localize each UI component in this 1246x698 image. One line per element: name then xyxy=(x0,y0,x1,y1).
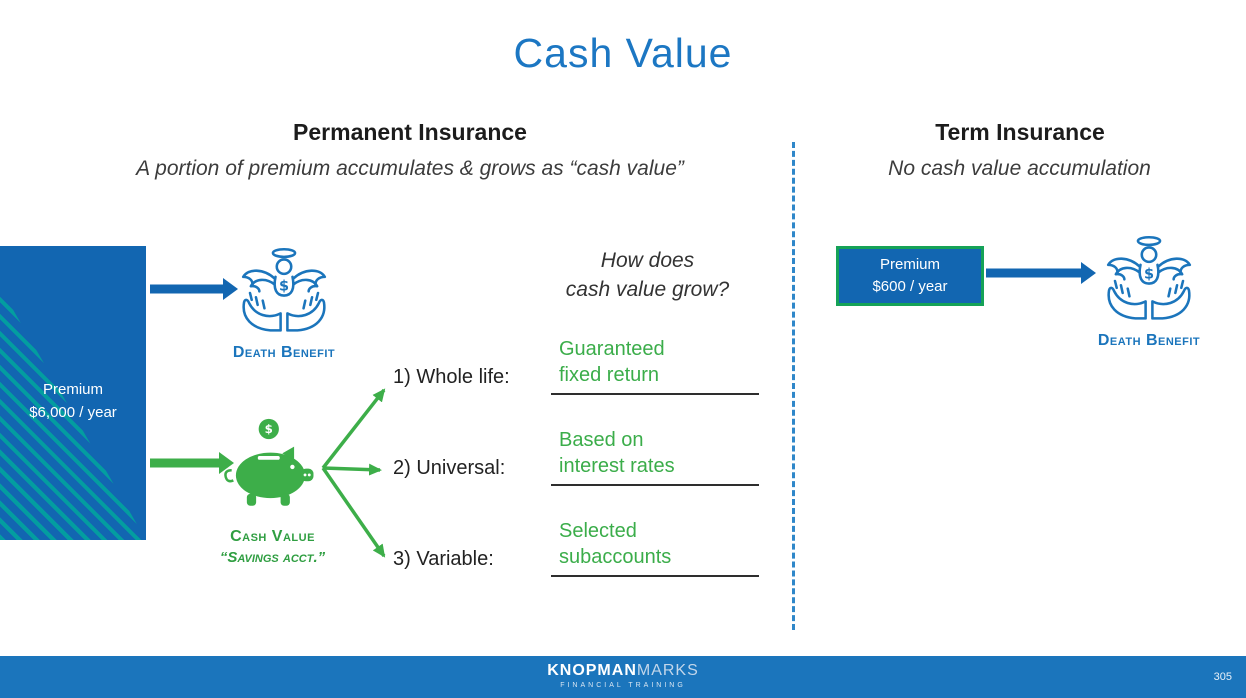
brand-secondary: MARKS xyxy=(636,662,699,679)
term-insurance-subheading: No cash value accumulation xyxy=(888,157,1151,180)
item-universal: 2) Universal: Based on interest rates xyxy=(393,427,759,486)
premium-label-permanent: Premium $6,000 / year xyxy=(29,381,117,422)
brand-logo: KNOPMANMARKS FINANCIAL TRAINING xyxy=(0,662,1246,689)
death-benefit-icon-term xyxy=(1098,234,1200,328)
fan-arrows xyxy=(321,388,386,558)
piggy-bank-icon xyxy=(218,418,328,515)
premium-box-permanent: Premium $6,000 / year xyxy=(0,246,146,540)
item-universal-value: Based on interest rates xyxy=(551,427,759,486)
item-variable-value: Selected subaccounts xyxy=(551,518,759,577)
premium-box-term: Premium $600 / year xyxy=(836,246,984,306)
item-whole-life-label: 1) Whole life: xyxy=(393,365,510,388)
cash-value-label: Cash Value xyxy=(230,528,315,545)
permanent-insurance-subheading: A portion of premium accumulates & grows… xyxy=(136,157,684,180)
death-benefit-icon xyxy=(233,246,335,340)
term-insurance-heading: Term Insurance xyxy=(935,119,1105,145)
item-universal-label: 2) Universal: xyxy=(393,456,506,479)
question-text: How does cash value grow? xyxy=(565,249,730,302)
item-whole-life-value: Guaranteed fixed return xyxy=(551,336,759,395)
item-whole-life: 1) Whole life: Guaranteed fixed return xyxy=(393,336,759,395)
brand-primary: KNOPMAN xyxy=(547,662,637,679)
item-variable: 3) Variable: Selected subaccounts xyxy=(393,518,759,577)
page-title: Cash Value xyxy=(513,30,733,76)
item-variable-label: 3) Variable: xyxy=(393,547,494,570)
footer-bar: KNOPMANMARKS FINANCIAL TRAINING 305 xyxy=(0,656,1246,698)
brand-tagline: FINANCIAL TRAINING xyxy=(560,681,686,689)
section-divider xyxy=(792,142,795,630)
premium-label-term: Premium $600 / year xyxy=(872,256,948,295)
permanent-insurance-heading: Permanent Insurance xyxy=(293,119,527,145)
arrow-premium-to-death-benefit xyxy=(150,278,238,300)
death-benefit-label: Death Benefit xyxy=(232,344,336,361)
death-benefit-label-term: Death Benefit xyxy=(1097,332,1201,349)
page-number: 305 xyxy=(1213,671,1232,683)
cash-value-sublabel: “Savings acct.” xyxy=(219,549,326,566)
arrow-premium-to-death-benefit-term xyxy=(986,262,1096,284)
